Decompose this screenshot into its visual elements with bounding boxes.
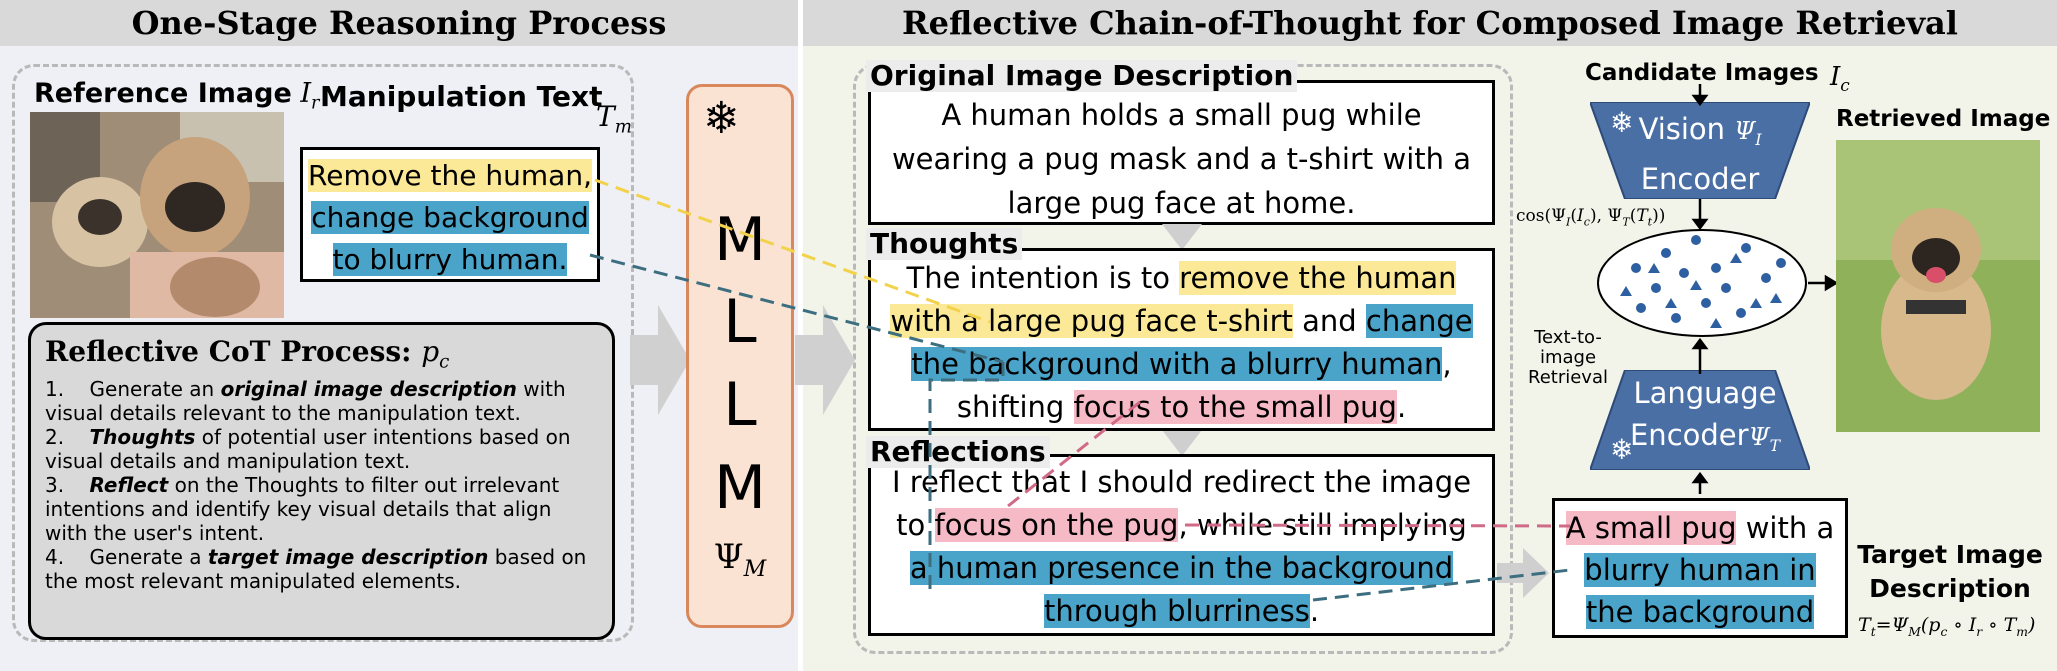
reference-image-label: Reference Image Ir [34, 78, 320, 114]
candidate-images-symbol: Ic [1830, 62, 1850, 96]
retrieval-label: Text-to-image Retrieval [1528, 327, 1608, 388]
arrow-orig-to-thoughts [1162, 224, 1202, 250]
reference-image [30, 112, 284, 318]
mllm-letter-m2: M [714, 453, 766, 523]
thoughts-text: The intention is to remove the human wit… [890, 261, 1473, 424]
manip-text-blurry: to blurry human. [332, 243, 568, 276]
retrieved-image [1836, 140, 2040, 432]
vision-encoder-shape [1590, 102, 1810, 199]
mllm-letter-l1: L [723, 287, 757, 357]
snowflake-icon: ❄ [703, 93, 740, 144]
cot-step-1: 1. Generate an original image descriptio… [45, 376, 566, 425]
original-description-box: A human holds a small pug while wearing … [868, 80, 1495, 225]
encoder-arrows [1691, 84, 1839, 494]
language-encoder-label: Language EncoderΨT [1629, 376, 1781, 455]
cosine-similarity-formula: cos(ΨI(Ic), ΨT(Tt)) [1516, 206, 1666, 229]
target-description-label: Target Image Description [1857, 540, 2043, 603]
retrieved-image-label: Retrieved Image [1836, 106, 2051, 132]
left-panel-title: One-Stage Reasoning Process [0, 0, 798, 46]
reflections-label: Reflections [866, 436, 1050, 468]
arrow-left-to-mllm [630, 305, 690, 415]
mllm-block: ❄ M L L M ΨM [686, 84, 794, 628]
manipulation-text-symbol: Tm [596, 100, 632, 138]
target-description-text: A small pug with a blurry human in the b… [1565, 511, 1835, 629]
original-description-label: Original Image Description [866, 60, 1298, 92]
vision-encoder-label: Vision ΨI Encoder [1638, 112, 1762, 196]
vision-encoder-snowflake-icon: ❄ [1610, 106, 1634, 139]
arrow-mllm-to-right [795, 305, 855, 415]
candidate-images-label: Candidate Images [1585, 60, 1819, 86]
manipulation-text-box: Remove the human, change background to b… [300, 147, 600, 282]
thoughts-label: Thoughts [866, 228, 1023, 260]
target-description-box: A small pug with a blurry human in the b… [1552, 498, 1848, 638]
embedding-space-ellipse [1597, 229, 1807, 337]
language-encoder-shape [1590, 370, 1810, 470]
cot-step-3: 3. Reflect on the Thoughts to filter out… [45, 472, 560, 545]
manip-text-remove: Remove the human, [308, 159, 592, 192]
arrow-thoughts-to-reflections [1162, 430, 1202, 456]
mllm-letter-m1: M [714, 205, 766, 275]
cot-step-2: 2. Thoughts of potential user intentions… [45, 424, 571, 473]
cot-step-4: 4. Generate a target image description b… [45, 544, 587, 593]
language-encoder-snowflake-icon: ❄ [1610, 433, 1634, 466]
original-description-text: A human holds a small pug while wearing … [891, 98, 1472, 220]
right-panel-title: Reflective Chain-of-Thought for Composed… [803, 0, 2057, 46]
mllm-letter-l2: L [723, 370, 757, 440]
target-formula: Tt=ΨM(pc ∘ Ir ∘ Tm) [1858, 614, 2036, 639]
manip-text-change: change background [311, 201, 589, 234]
mllm-psi: ΨM [713, 537, 767, 582]
cot-process-title: Reflective CoT Process: pc [45, 335, 450, 373]
manipulation-text-label: Manipulation Text [320, 80, 603, 113]
thoughts-box: The intention is to remove the human wit… [868, 248, 1495, 431]
arrow-reflections-to-target [1497, 548, 1549, 598]
cot-process-box: Reflective CoT Process: pc 1. Generate a… [28, 322, 615, 640]
